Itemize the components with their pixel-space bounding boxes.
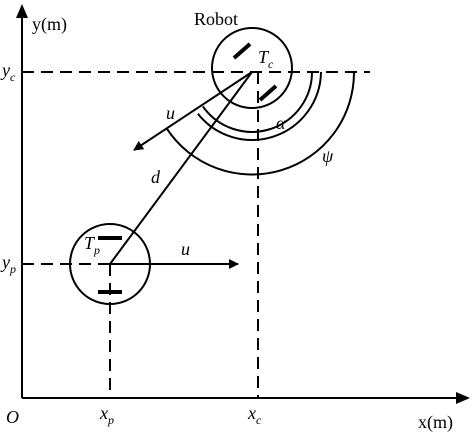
xc-tick-main: x <box>247 403 256 423</box>
chaser-wheel-upper <box>232 42 252 60</box>
chaser-velocity-arrow <box>133 71 253 151</box>
yp-tick-main: y <box>0 252 10 272</box>
yp-tick-sub: p <box>9 262 16 276</box>
chaser-velocity-label: u <box>166 103 175 123</box>
chaser-name-sub: c <box>268 57 274 71</box>
alpha-label: α <box>276 113 286 133</box>
xp-tick-main: x <box>99 403 108 423</box>
target-velocity-label: u <box>181 239 190 259</box>
yc-tick-label: yc <box>0 60 16 84</box>
psi-arc <box>165 71 356 176</box>
psi-label: ψ <box>322 146 334 166</box>
chaser-robot-body <box>211 27 293 109</box>
alpha-arc-inner <box>202 71 313 133</box>
yp-tick-label: yp <box>0 252 16 276</box>
target-name-sub: p <box>93 243 100 257</box>
y-axis-label: y(m) <box>32 14 67 35</box>
robot-label: Robot <box>194 9 238 29</box>
xc-tick-label: xc <box>247 403 262 427</box>
xp-tick-label: xp <box>99 403 114 427</box>
yc-tick-main: y <box>0 60 10 80</box>
xc-tick-sub: c <box>256 413 262 427</box>
target-name: Tp <box>84 233 100 257</box>
alpha-arc-outer <box>197 71 322 141</box>
x-axis-label: x(m) <box>418 412 453 433</box>
chaser-name-main: T <box>258 47 270 67</box>
axes <box>16 4 470 404</box>
origin-label: O <box>6 407 19 427</box>
xp-tick-sub: p <box>107 413 114 427</box>
distance-label: d <box>151 167 161 187</box>
target-name-main: T <box>84 233 96 253</box>
x-axis-arrow <box>456 392 470 404</box>
distance-line <box>109 71 253 265</box>
angle-arcs <box>165 71 356 176</box>
y-axis-arrow <box>16 4 28 18</box>
chaser-name: Tc <box>258 47 274 71</box>
chaser-wheel-lower <box>258 84 278 102</box>
yc-tick-sub: c <box>10 70 16 84</box>
guide-lines <box>22 71 370 398</box>
chaser-robot <box>211 27 293 109</box>
